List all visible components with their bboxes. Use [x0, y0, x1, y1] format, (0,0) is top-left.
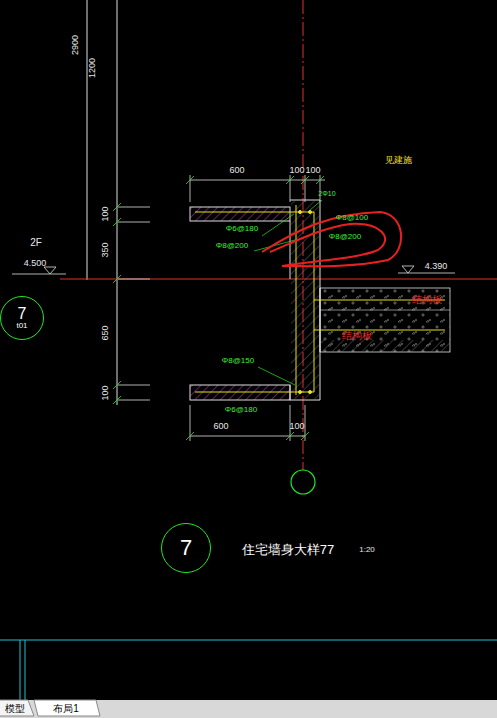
level-markers — [12, 266, 455, 274]
drawing-stroke — [320, 340, 450, 352]
dimension-lines — [113, 175, 325, 441]
drawing-stroke — [402, 266, 414, 273]
dimension: 100 — [305, 166, 320, 175]
material-note: 结构板 — [412, 295, 442, 305]
drawing-stroke — [113, 218, 121, 226]
drawing-stroke — [44, 267, 56, 274]
drawing-stroke — [320, 288, 321, 352]
drawing-stroke — [310, 200, 322, 210]
drawing-stroke — [190, 207, 290, 221]
dimension: 600 — [213, 422, 228, 431]
drawing-stroke — [301, 432, 309, 440]
drawing-stroke — [117, 0, 118, 405]
drawing-stroke — [286, 176, 294, 184]
dimension: 600 — [229, 166, 244, 175]
level-value: 4.500 — [24, 259, 47, 268]
tab-name: 布局1 — [53, 704, 79, 714]
rebar-note: Φ8@150 — [222, 357, 254, 365]
drawing-title: 住宅墙身大样77 — [242, 543, 334, 556]
drawing-stroke — [190, 436, 305, 437]
callout-circle: 7 — [161, 523, 211, 573]
drawing-stroke — [113, 396, 121, 404]
drawing-stroke — [0, 700, 34, 716]
dimension: 650 — [101, 325, 110, 340]
drawing-stroke — [286, 432, 294, 440]
tab-name: 模型 — [5, 704, 25, 714]
callout-number: 7 — [180, 537, 192, 559]
drawing-stroke — [60, 279, 497, 280]
rebar-note: Φ8@200 — [216, 242, 248, 250]
drawing-stroke — [291, 470, 315, 494]
drawing-stroke — [299, 211, 302, 214]
drawing-stroke — [12, 274, 66, 275]
drawing-stroke — [301, 176, 309, 184]
dimension: 2900 — [71, 35, 80, 55]
drawing-stroke — [87, 0, 88, 280]
drawing-stroke — [305, 175, 306, 202]
drawing-stroke — [118, 279, 150, 280]
floor-name: 2F — [30, 238, 42, 248]
rebar-note: 2Φ10 — [318, 190, 335, 197]
drawing-stroke — [186, 432, 194, 440]
drawing-stroke — [186, 176, 324, 184]
drawing-stroke — [113, 381, 121, 389]
leader-lines — [254, 200, 322, 385]
drawing-stroke — [290, 175, 291, 202]
dimension: 100 — [101, 206, 110, 221]
level-value: 4.390 — [425, 262, 448, 271]
drawing-stroke — [20, 640, 21, 700]
concrete-section — [190, 200, 450, 400]
rebar-note: Φ8@200 — [329, 233, 361, 241]
drawing-stroke — [299, 391, 302, 394]
callout-number: t01 — [16, 322, 27, 330]
drawing-stroke — [118, 400, 150, 401]
drawing-stroke — [113, 203, 121, 404]
drawing-stroke — [113, 203, 121, 211]
dimension: 350 — [101, 242, 110, 257]
callout-number: 7 — [18, 306, 27, 322]
drawing-stroke — [25, 640, 26, 700]
rebar-note: Φ6@180 — [226, 225, 258, 233]
drawing-stroke — [309, 391, 312, 394]
drawing-stroke — [320, 175, 321, 202]
drawing-stroke — [320, 288, 450, 352]
drawing-stroke — [320, 310, 450, 311]
drawing-stroke — [113, 275, 121, 283]
dimension: 100 — [101, 385, 110, 400]
axis-lines — [60, 0, 497, 494]
scale-note: 1:20 — [359, 546, 375, 554]
drawing-stroke — [186, 432, 309, 440]
dimension: 100 — [289, 166, 304, 175]
drawing-stroke — [118, 207, 150, 208]
drawing-stroke — [190, 175, 191, 202]
callout-circle: 7t01 — [0, 296, 44, 340]
dimension: 100 — [289, 422, 304, 431]
drawing-stroke — [118, 222, 150, 223]
drawing-stroke — [316, 176, 324, 184]
rebar — [195, 205, 445, 395]
drawing-stroke — [186, 176, 194, 184]
material-note: 结构板 — [342, 331, 372, 341]
note: 见建施 — [385, 156, 412, 165]
red-annotation-loop — [262, 212, 401, 266]
drawing-stroke — [34, 700, 100, 716]
rebar-note: Φ8@100 — [336, 214, 368, 222]
drawing-stroke — [262, 214, 294, 236]
layout-frame — [0, 640, 497, 718]
rebar-note: Φ6@180 — [225, 406, 257, 414]
drawing-stroke — [398, 273, 455, 274]
drawing-stroke — [0, 700, 497, 718]
drawing-stroke — [0, 640, 497, 641]
drawing-stroke — [309, 211, 312, 214]
drawing-stroke — [258, 367, 295, 385]
drawing-stroke — [118, 385, 150, 386]
dimension: 1200 — [88, 58, 97, 78]
